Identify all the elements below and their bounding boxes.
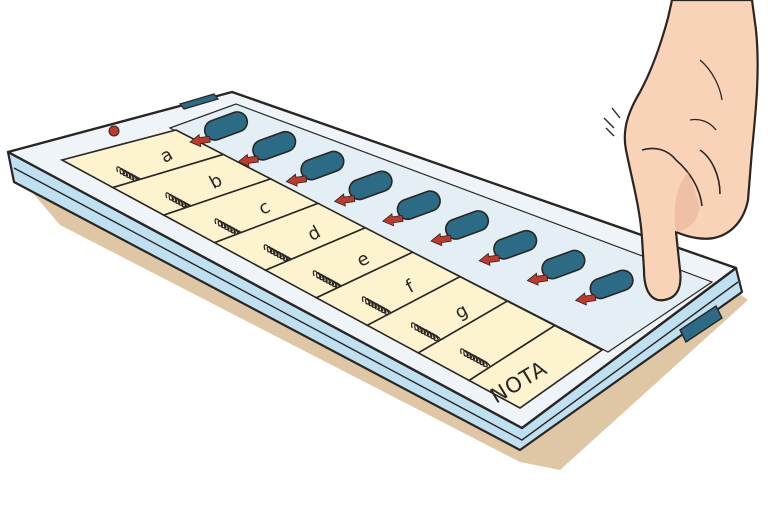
arrow-icon	[430, 232, 452, 247]
arrow-icon	[285, 173, 308, 187]
finger-crease	[641, 147, 721, 207]
arrow-icon	[237, 153, 259, 167]
motion-marks	[603, 107, 621, 137]
party-symbol-scribble	[361, 296, 393, 317]
vote-buttons	[189, 109, 636, 306]
arrow-icon	[333, 193, 356, 207]
arrow-icon	[478, 252, 500, 266]
top-clip	[178, 93, 220, 110]
arrow-icon	[382, 213, 404, 227]
party-symbol-scribble	[460, 348, 492, 369]
side-clip	[679, 304, 723, 344]
nota-row	[467, 324, 604, 409]
vote-button[interactable]	[539, 248, 587, 282]
arrow-icon	[526, 272, 549, 286]
vote-button[interactable]	[298, 149, 346, 183]
vote-button[interactable]	[250, 129, 298, 163]
vote-button[interactable]	[395, 188, 443, 222]
vote-button[interactable]	[347, 168, 395, 202]
vote-button[interactable]	[202, 109, 250, 143]
machine-side-edge	[13, 167, 739, 441]
vote-button-pressed[interactable]	[588, 267, 636, 301]
arrow-icon	[189, 133, 211, 148]
arrow-icon	[574, 292, 597, 306]
hand	[603, 0, 759, 302]
party-symbol-scribble	[410, 322, 442, 343]
ready-lamp	[108, 125, 120, 137]
hand-back	[623, 0, 759, 302]
vote-button[interactable]	[443, 208, 491, 242]
knuckle-lines	[689, 59, 723, 131]
vote-button[interactable]	[491, 228, 539, 262]
finger-shade	[674, 172, 700, 232]
